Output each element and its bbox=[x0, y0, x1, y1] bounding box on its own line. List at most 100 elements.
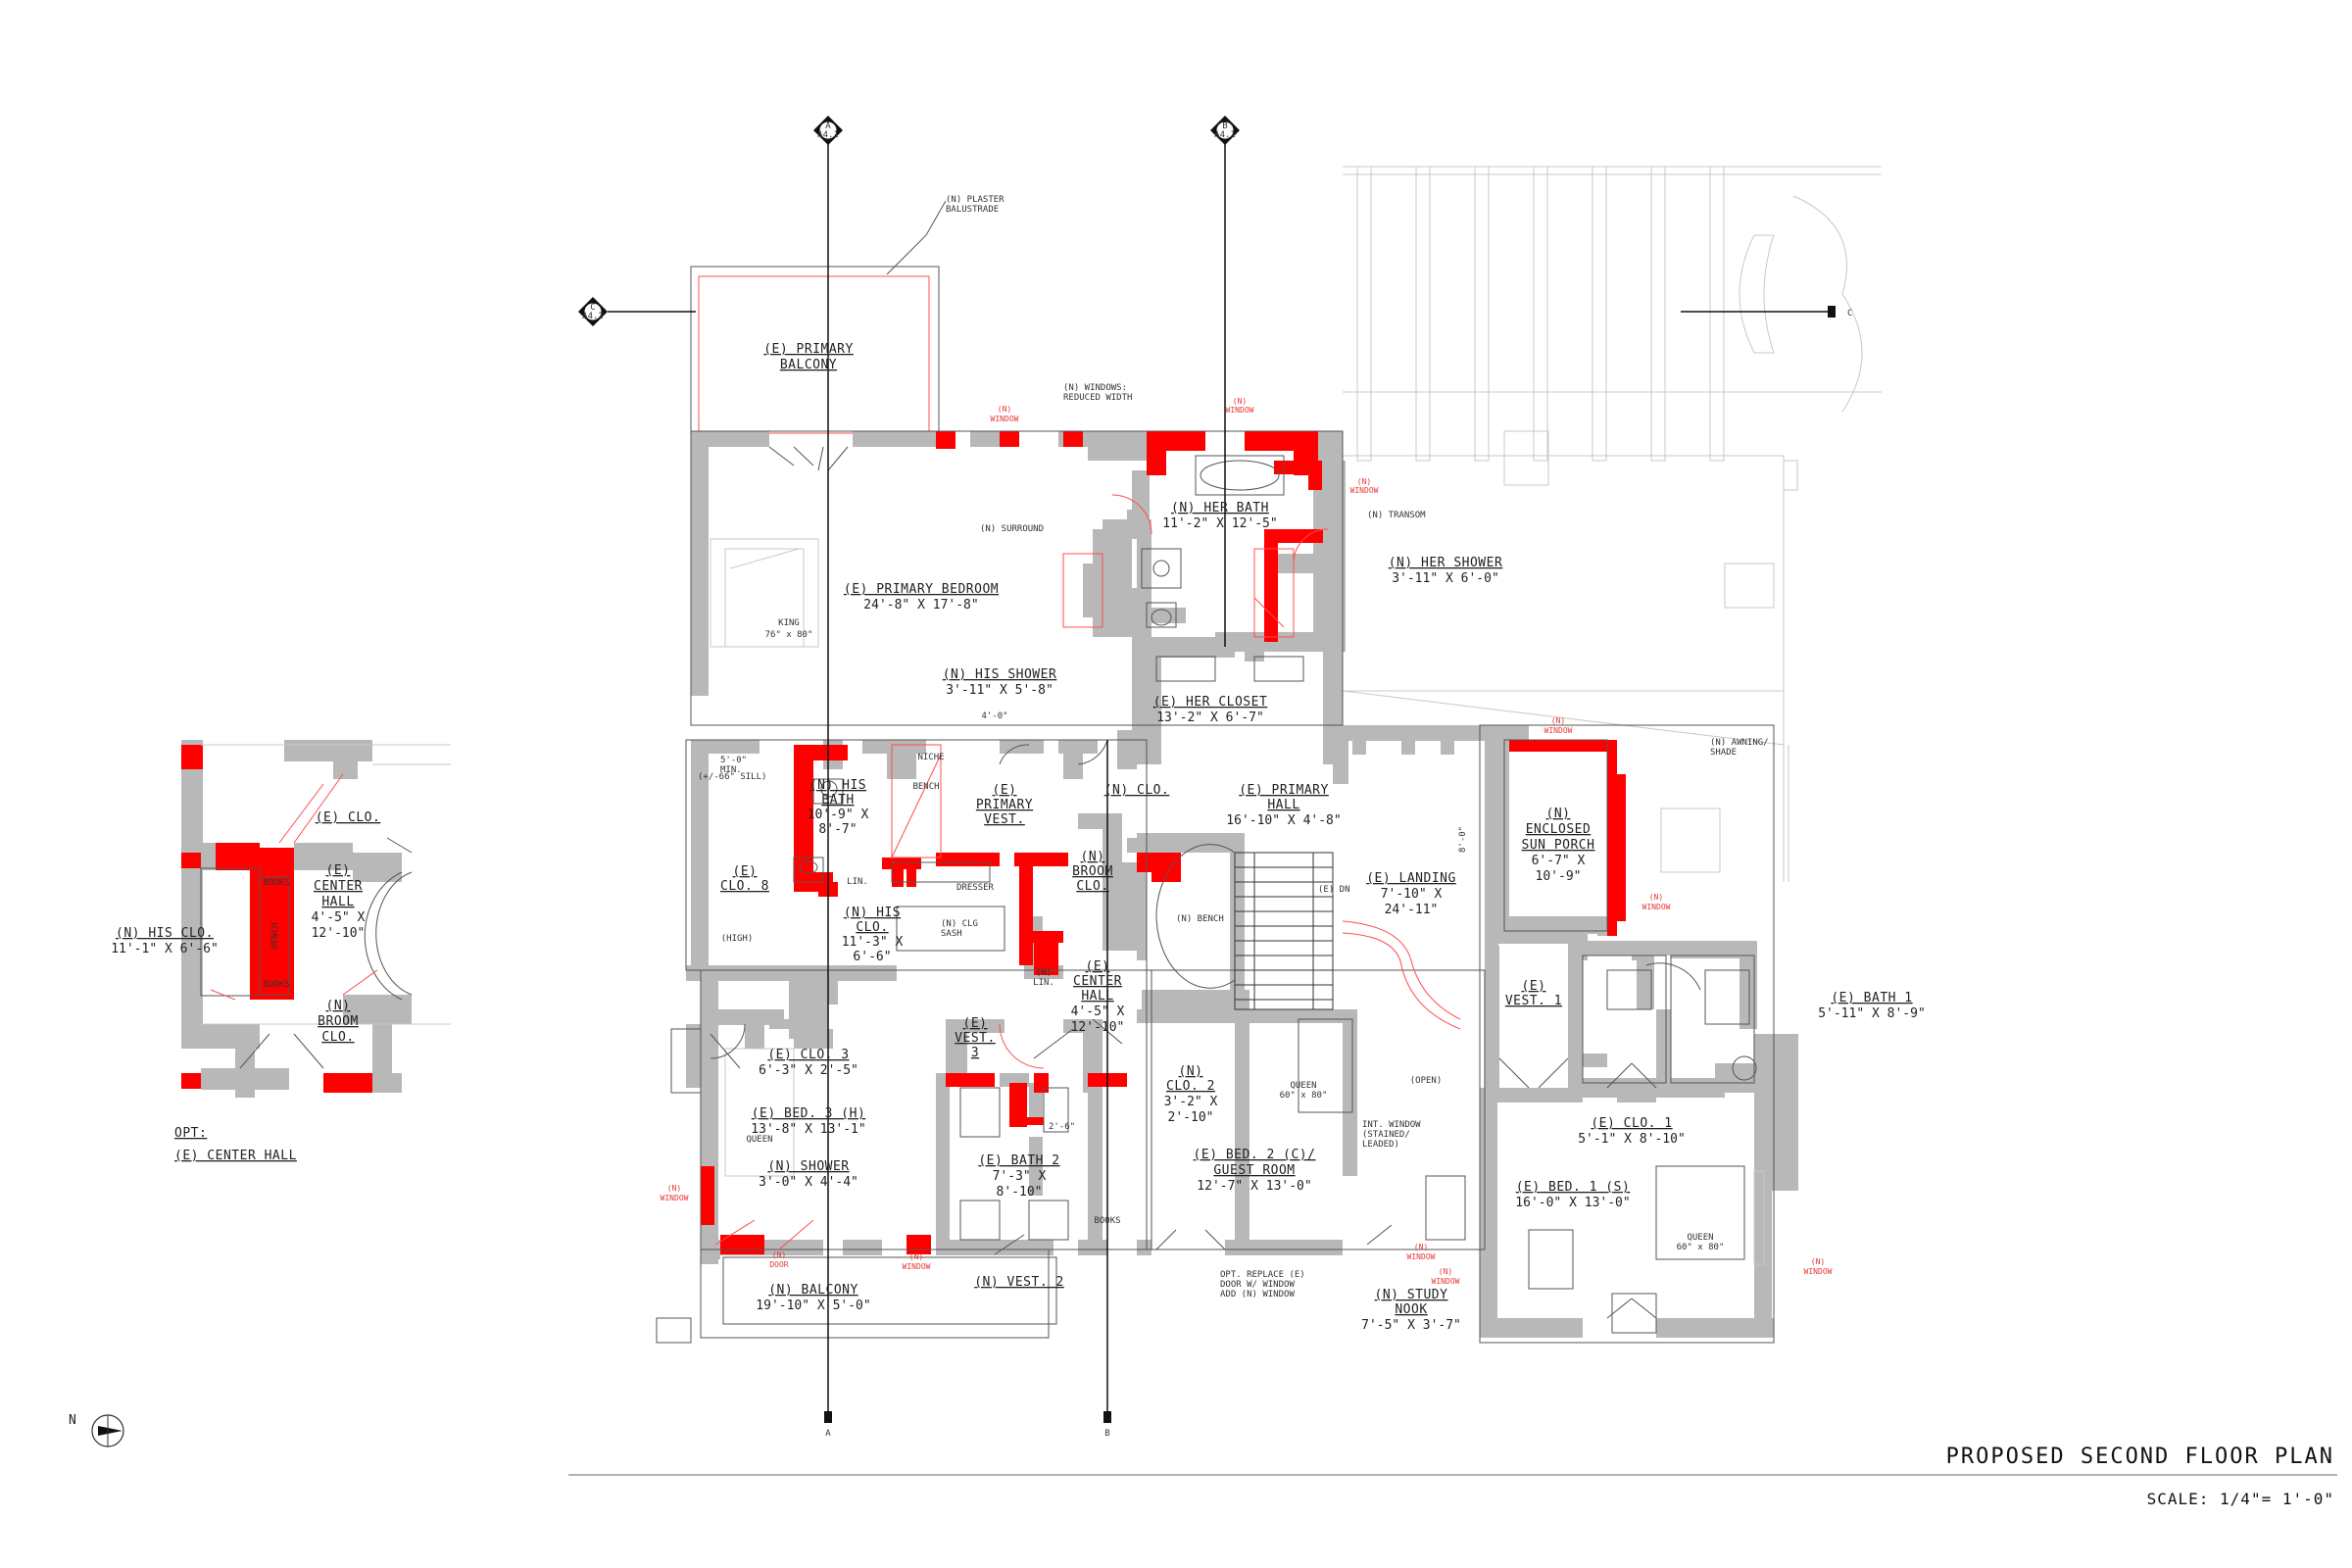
svg-text:DOOR W/ WINDOW: DOOR W/ WINDOW bbox=[1220, 1280, 1295, 1290]
svg-text:WINDOW: WINDOW bbox=[1642, 903, 1671, 911]
his-clo-label: (N) HIS bbox=[844, 906, 901, 920]
title-block: PROPOSED SECOND FLOOR PLAN SCALE: 1/4"= … bbox=[568, 1445, 2337, 1508]
inset-caption-opt: OPT: bbox=[174, 1126, 207, 1141]
svg-text:NOOK: NOOK bbox=[1395, 1302, 1427, 1317]
svg-text:DRESSER: DRESSER bbox=[956, 883, 995, 893]
svg-text:10'-9": 10'-9" bbox=[1536, 869, 1582, 884]
svg-text:5'-1" X 8'-10": 5'-1" X 8'-10" bbox=[1578, 1132, 1686, 1147]
clo-1-label: (E) CLO. 1 bbox=[1591, 1116, 1672, 1131]
notes: (N) PLASTER BALUSTRADE (N) WINDOWS: REDU… bbox=[698, 195, 1769, 1299]
svg-text:CLO.: CLO. bbox=[856, 920, 888, 935]
svg-text:HALL: HALL bbox=[321, 895, 354, 909]
svg-text:BOOKS: BOOKS bbox=[1094, 1216, 1120, 1226]
center-hall-label: (E) bbox=[1086, 959, 1110, 974]
svg-text:CENTER: CENTER bbox=[1073, 974, 1122, 989]
clo-3-label: (E) CLO. 3 bbox=[767, 1048, 849, 1062]
section-cuts bbox=[608, 137, 1828, 1411]
svg-text:A: A bbox=[825, 1429, 831, 1439]
svg-text:24'-8" X 17'-8": 24'-8" X 17'-8" bbox=[863, 598, 978, 612]
section-marker-a: A A4.1 bbox=[813, 116, 843, 145]
svg-text:(N) SURROUND: (N) SURROUND bbox=[980, 524, 1044, 534]
svg-text:6'-7" X: 6'-7" X bbox=[1532, 854, 1586, 868]
primary-balcony bbox=[690, 266, 940, 434]
bath-1-label: (E) BATH 1 bbox=[1831, 991, 1912, 1005]
svg-text:(N) PLASTER: (N) PLASTER bbox=[946, 195, 1004, 205]
svg-text:2'-6": 2'-6" bbox=[1049, 1122, 1075, 1132]
svg-text:SUN PORCH: SUN PORCH bbox=[1522, 838, 1595, 853]
sheet-title: PROPOSED SECOND FLOOR PLAN bbox=[1946, 1445, 2334, 1469]
svg-text:GUEST ROOM: GUEST ROOM bbox=[1213, 1163, 1295, 1178]
svg-text:QUEEN: QUEEN bbox=[746, 1135, 772, 1145]
svg-text:8'-10": 8'-10" bbox=[997, 1185, 1043, 1200]
svg-text:3'-0" X 4'-4": 3'-0" X 4'-4" bbox=[759, 1175, 858, 1190]
svg-text:(E): (E) bbox=[326, 863, 351, 878]
stair-run bbox=[1155, 844, 1461, 1030]
svg-text:60" x 80": 60" x 80" bbox=[1280, 1091, 1328, 1101]
svg-text:3'-11" X 5'-8": 3'-11" X 5'-8" bbox=[946, 683, 1054, 698]
vest-1-label: (E) bbox=[1522, 979, 1546, 994]
new-walls bbox=[701, 431, 1626, 1254]
svg-text:(N): (N) bbox=[1036, 968, 1052, 978]
shower-label: (N) SHOWER bbox=[767, 1159, 849, 1174]
section-b-id: B bbox=[1222, 122, 1227, 131]
svg-text:12'-7" X 13'-0": 12'-7" X 13'-0" bbox=[1197, 1179, 1311, 1194]
svg-text:WINDOW: WINDOW bbox=[991, 415, 1019, 423]
svg-text:PRIMARY: PRIMARY bbox=[976, 798, 1033, 812]
svg-text:WINDOW: WINDOW bbox=[661, 1194, 689, 1202]
svg-text:B: B bbox=[1104, 1429, 1109, 1439]
svg-text:4'-0": 4'-0" bbox=[981, 711, 1007, 721]
svg-text:(STAINED/: (STAINED/ bbox=[1362, 1130, 1410, 1140]
svg-text:MIN.: MIN. bbox=[720, 765, 742, 775]
svg-text:4'-5" X: 4'-5" X bbox=[1071, 1004, 1125, 1019]
svg-text:(N) HIS CLO.: (N) HIS CLO. bbox=[116, 926, 214, 941]
broom-clo-label: (N) bbox=[1081, 850, 1105, 864]
svg-text:KING: KING bbox=[778, 618, 800, 628]
section-marker-b: B A4.1 bbox=[1210, 116, 1240, 145]
svg-text:HALL: HALL bbox=[1081, 989, 1113, 1004]
svg-text:INT. WINDOW: INT. WINDOW bbox=[1362, 1120, 1421, 1130]
svg-text:SASH: SASH bbox=[941, 929, 962, 939]
svg-text:WINDOW: WINDOW bbox=[1350, 486, 1379, 495]
svg-text:8'-0": 8'-0" bbox=[1458, 826, 1468, 853]
inset-labels: (E) CLO. (E) CENTER HALL 4'-5" X 12'-10"… bbox=[111, 810, 380, 1163]
svg-text:BENCH: BENCH bbox=[912, 782, 939, 792]
sheet-scale: SCALE: 1/4"= 1'-0" bbox=[2147, 1490, 2334, 1508]
svg-text:CENTER: CENTER bbox=[314, 879, 363, 894]
vest-3-label: (E) bbox=[963, 1016, 988, 1031]
open-label: (OPEN) bbox=[1410, 1076, 1443, 1086]
svg-text:3'-2" X: 3'-2" X bbox=[1164, 1095, 1218, 1109]
svg-text:LIN.: LIN. bbox=[847, 877, 868, 887]
north-label: N bbox=[69, 1413, 76, 1428]
svg-text:12'-10": 12'-10" bbox=[312, 926, 366, 941]
clo-label: (N) CLO. bbox=[1104, 783, 1170, 798]
svg-text:24'-11": 24'-11" bbox=[1385, 903, 1439, 917]
svg-text:WINDOW: WINDOW bbox=[1432, 1277, 1460, 1286]
section-c-ref: A4.2 bbox=[582, 312, 604, 321]
svg-text:(N): (N) bbox=[1414, 1243, 1428, 1251]
svg-text:CLO. 2: CLO. 2 bbox=[1166, 1079, 1215, 1094]
svg-text:BROOM: BROOM bbox=[318, 1014, 359, 1029]
svg-text:(N): (N) bbox=[998, 405, 1011, 414]
primary-balcony-label: (E) PRIMARY bbox=[763, 342, 854, 357]
svg-text:(N) WINDOWS:: (N) WINDOWS: bbox=[1063, 383, 1127, 393]
vest-2-label: (N) VEST. 2 bbox=[974, 1275, 1064, 1290]
section-c-id: C bbox=[590, 303, 595, 313]
svg-text:BATH: BATH bbox=[821, 793, 854, 808]
svg-text:6'-3" X 2'-5": 6'-3" X 2'-5" bbox=[759, 1063, 858, 1078]
her-closet-label: (E) HER CLOSET bbox=[1153, 695, 1268, 710]
svg-text:(N): (N) bbox=[1551, 716, 1565, 725]
svg-text:5'-0": 5'-0" bbox=[720, 756, 747, 765]
bed-1-label: (E) BED. 1 (S) bbox=[1516, 1180, 1631, 1195]
svg-text:(N) BENCH: (N) BENCH bbox=[1176, 914, 1224, 924]
svg-text:LEADED): LEADED) bbox=[1362, 1140, 1399, 1150]
svg-text:ENCLOSED: ENCLOSED bbox=[1526, 822, 1592, 837]
bed-2-label: (E) BED. 2 (C)/ bbox=[1194, 1148, 1316, 1162]
svg-text:CLO.: CLO. bbox=[1076, 879, 1108, 894]
svg-text:HALL: HALL bbox=[1267, 798, 1299, 812]
svg-text:11'-3" X: 11'-3" X bbox=[842, 935, 904, 950]
north-arrow: N bbox=[69, 1413, 124, 1447]
landing-label: (E) LANDING bbox=[1366, 871, 1456, 886]
svg-text:CLO. 8: CLO. 8 bbox=[720, 879, 769, 894]
svg-text:QUEEN: QUEEN bbox=[1687, 1233, 1713, 1243]
